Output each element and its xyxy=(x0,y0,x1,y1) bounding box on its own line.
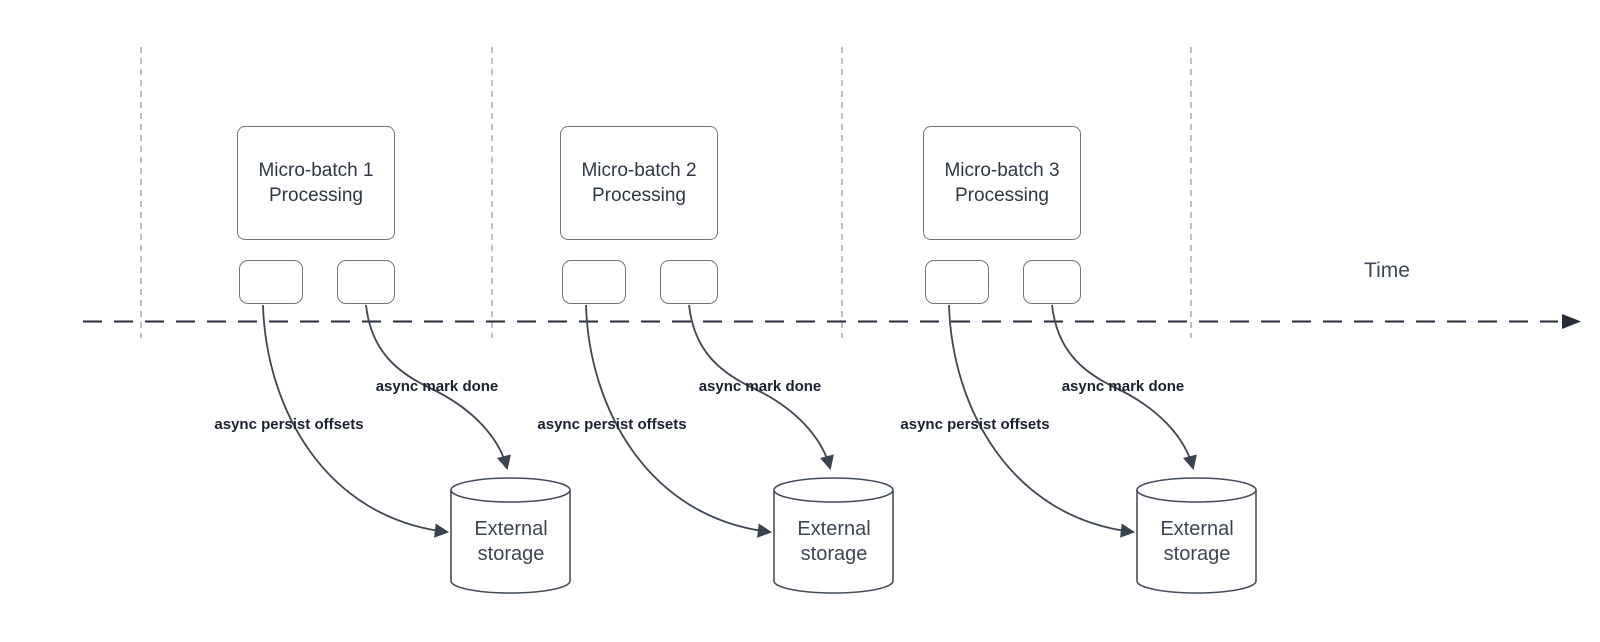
storage-label-line2: storage xyxy=(800,543,868,565)
mark-done-arrow xyxy=(1051,304,1197,471)
storage-label-line2: storage xyxy=(477,543,545,565)
batch-2-graphics xyxy=(585,304,894,594)
mark-done-label: async mark done xyxy=(1061,378,1185,395)
mark-done-node xyxy=(337,260,395,304)
persist-offsets-node xyxy=(562,260,626,304)
external-storage-label: External storage xyxy=(1160,517,1233,567)
time-axis-arrowhead-icon xyxy=(1562,314,1581,329)
storage-cylinder-body xyxy=(773,490,894,594)
micro-batch-1-box: Micro-batch 1 Processing xyxy=(237,126,395,240)
external-storage-label: External storage xyxy=(474,517,547,567)
persist-offsets-label: async persist offsets xyxy=(214,416,364,433)
external-storage-label: External storage xyxy=(797,517,870,567)
persist-offsets-label: async persist offsets xyxy=(900,416,1050,433)
batch-2-group: Micro-batch 2 Processing async persist o… xyxy=(323,0,923,642)
batch-3-group: Micro-batch 3 Processing async persist o… xyxy=(686,0,1286,642)
batch-1-group: Micro-batch 1 Processing async persist o… xyxy=(0,0,600,642)
storage-label-line2: storage xyxy=(1163,543,1231,565)
micro-batch-title-line1: Micro-batch 1 xyxy=(258,160,374,181)
micro-batch-title-line1: Micro-batch 2 xyxy=(581,160,697,181)
micro-batch-3-box: Micro-batch 3 Processing xyxy=(923,126,1081,240)
mark-done-label: async mark done xyxy=(698,378,822,395)
time-axis-label: Time xyxy=(1364,259,1410,282)
storage-label-line1: External xyxy=(474,518,548,540)
persist-offsets-node xyxy=(239,260,303,304)
mark-done-node xyxy=(1023,260,1081,304)
micro-batch-title-line2: Processing xyxy=(592,185,686,206)
mark-done-label: async mark done xyxy=(375,378,499,395)
mark-done-arrow xyxy=(688,304,834,471)
mark-done-arrow xyxy=(365,304,511,471)
persist-offsets-arrow xyxy=(948,304,1136,538)
persist-offsets-label: async persist offsets xyxy=(537,416,687,433)
storage-label-line1: External xyxy=(797,518,871,540)
batch-3-graphics xyxy=(948,304,1257,594)
persist-offsets-arrow xyxy=(262,304,450,538)
micro-batch-2-box: Micro-batch 2 Processing xyxy=(560,126,718,240)
persist-offsets-node xyxy=(925,260,989,304)
storage-label-line1: External xyxy=(1160,518,1234,540)
batch-1-graphics xyxy=(262,304,571,594)
storage-cylinder-top xyxy=(450,477,571,503)
mark-done-node xyxy=(660,260,718,304)
micro-batch-title-line2: Processing xyxy=(269,185,363,206)
storage-cylinder-body xyxy=(1136,490,1257,594)
storage-cylinder-body xyxy=(450,490,571,594)
micro-batch-title-line2: Processing xyxy=(955,185,1049,206)
persist-offsets-arrow xyxy=(585,304,773,538)
storage-cylinder-top xyxy=(773,477,894,503)
micro-batch-title-line1: Micro-batch 3 xyxy=(944,160,1060,181)
storage-cylinder-top xyxy=(1136,477,1257,503)
